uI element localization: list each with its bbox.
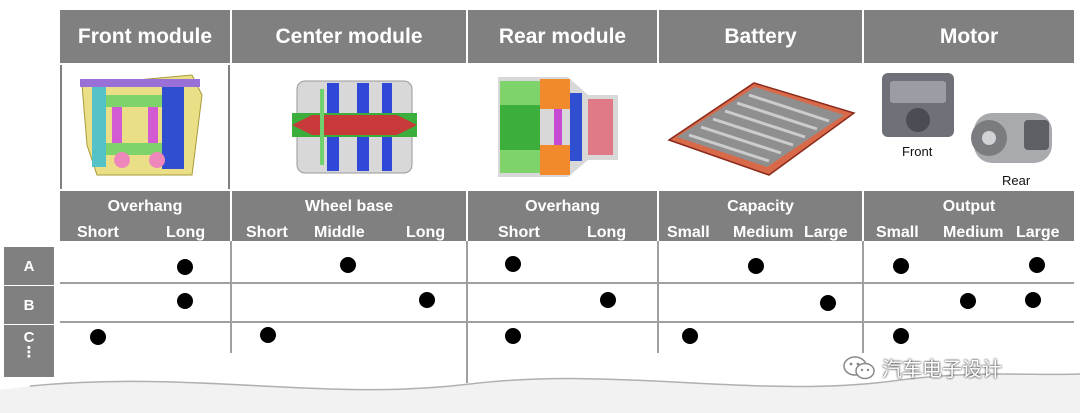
module-header-motor: Motor — [864, 10, 1074, 63]
battery-option-medium: Medium — [733, 224, 794, 241]
row-label-c-text: C — [23, 329, 35, 346]
battery-image-frame — [659, 65, 862, 189]
dot-b-motor-medium — [960, 293, 976, 309]
battery-option-large: Large — [804, 224, 848, 241]
dot-a-center-middle — [340, 257, 356, 273]
dot-a-motor-large — [1029, 257, 1045, 273]
motor-group-band — [864, 191, 1074, 241]
wechat-icon — [843, 355, 875, 379]
module-header-rear: Rear module — [468, 10, 657, 63]
dot-a-battery-medium — [748, 258, 764, 274]
dot-a-motor-small — [893, 258, 909, 274]
dot-b-battery-large — [820, 295, 836, 311]
dot-c-rear-short — [505, 328, 521, 344]
torn-edge-decoration — [0, 373, 1080, 413]
front-option-short: Short — [77, 224, 119, 241]
dot-a-rear-short — [505, 256, 521, 272]
center-option-long: Long — [406, 224, 446, 241]
rear-option-short: Short — [498, 224, 540, 241]
grid-line-row-b — [60, 321, 1074, 323]
module-header-battery: Battery — [659, 10, 862, 63]
motor-option-small: Small — [876, 224, 919, 241]
dot-b-center-long — [419, 292, 435, 308]
battery-group-band — [659, 191, 862, 241]
rear-group-band — [468, 191, 657, 241]
dot-c-front-short — [90, 329, 106, 345]
dot-b-front-long — [177, 293, 193, 309]
dot-a-front-long — [177, 259, 193, 275]
motor-option-medium: Medium — [943, 224, 1004, 241]
front-module-illustration — [80, 74, 203, 176]
battery-illustration — [667, 82, 856, 176]
motor-front-caption: Front — [902, 144, 933, 159]
motor-group-label: Output — [942, 198, 996, 215]
dot-b-motor-large — [1025, 292, 1041, 308]
dot-c-battery-small — [682, 328, 698, 344]
center-group-label: Wheel base — [304, 198, 394, 215]
front-group-label: Overhang — [107, 198, 183, 215]
motor-option-large: Large — [1016, 224, 1060, 241]
row-continuation-marker: ⋮ — [21, 344, 37, 361]
module-header-front: Front module — [60, 10, 230, 63]
front-option-long: Long — [166, 224, 206, 241]
grid-divider-4 — [862, 241, 864, 353]
center-module-image-frame — [232, 65, 466, 189]
rear-module-image-frame — [468, 65, 657, 189]
row-label-b: B — [4, 286, 54, 324]
dot-c-motor-small — [893, 328, 909, 344]
rear-group-label: Overhang — [525, 198, 600, 215]
dot-c-center-short — [260, 327, 276, 343]
module-header-center: Center module — [232, 10, 466, 63]
watermark: 汽车电子设计 — [842, 353, 1002, 382]
grid-divider-3 — [657, 241, 659, 353]
center-option-short: Short — [246, 224, 288, 241]
front-group-band — [60, 191, 230, 241]
rear-option-long: Long — [587, 224, 627, 241]
grid-line-row-a — [60, 282, 1074, 284]
battery-group-label: Capacity — [727, 198, 794, 215]
grid-divider-1 — [230, 241, 232, 353]
motor-rear-caption: Rear — [1002, 173, 1031, 188]
motor-image-frame: Front Rear — [864, 65, 1074, 189]
dot-b-rear-long — [600, 292, 616, 308]
motor-illustration — [882, 73, 1052, 163]
battery-option-small: Small — [667, 224, 710, 241]
rear-module-illustration — [498, 77, 618, 177]
grid-divider-2 — [466, 241, 468, 383]
row-label-a: A — [4, 247, 54, 285]
row-label-c: C ⋮ — [4, 325, 54, 377]
center-group-band — [232, 191, 466, 241]
watermark-text: 汽车电子设计 — [882, 359, 1002, 381]
center-module-illustration — [292, 80, 417, 174]
center-option-middle: Middle — [314, 224, 365, 241]
front-module-image-frame — [60, 65, 230, 189]
